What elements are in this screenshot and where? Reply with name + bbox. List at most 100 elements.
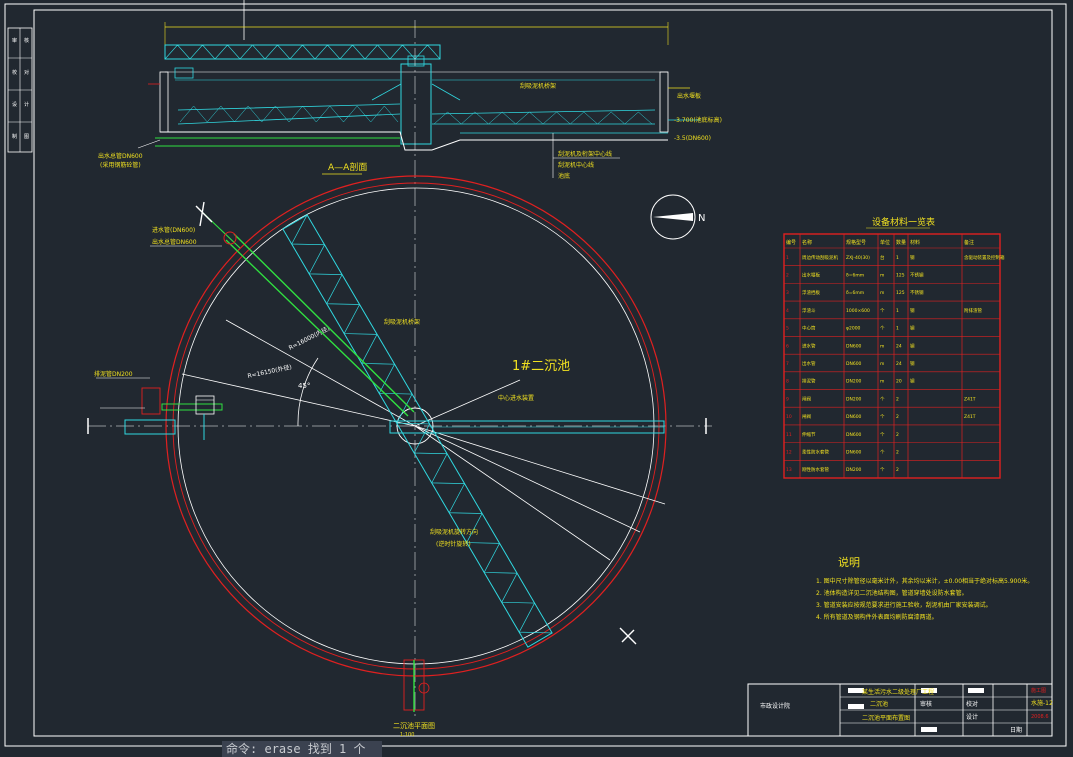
table-cell: 进水管	[802, 342, 816, 349]
pool-name-label: 1#二沉池	[512, 359, 570, 374]
table-cell: m	[880, 362, 884, 367]
side-ruler-cell: 校	[12, 69, 17, 76]
table-cell: DN600	[846, 432, 862, 438]
table-cell: m	[880, 274, 884, 279]
table-cell: 13	[786, 467, 792, 473]
rotation-note-2-label: (逆时针旋转)	[436, 540, 471, 548]
center-well	[396, 407, 434, 445]
table-cell: 125	[896, 273, 905, 279]
table-cell: 钢	[910, 378, 915, 385]
table-cell: 2	[896, 449, 899, 455]
center-note-label: 中心进水装置	[498, 394, 534, 402]
inlet-pipe-2-label: 出水总管DN600	[152, 238, 197, 246]
command-line[interactable]: 命令: erase 找到 1 个	[222, 741, 382, 757]
table-cell: ZXJ-40(30)	[846, 255, 870, 261]
outer-frame	[4, 3, 1067, 747]
tb-design-unit: 市政设计院	[760, 702, 790, 710]
bridge-note-label: 刮吸泥机桥架	[384, 318, 420, 326]
side-ruler-cell: 计	[24, 101, 29, 108]
notes-title: 说明	[838, 555, 860, 569]
note-item: 1. 图中尺寸除管径以毫米计外，其余均以米计，±0.00相当于绝对标高5.900…	[816, 577, 1033, 585]
table-cell: 3	[786, 290, 789, 296]
angle-label: 45°	[298, 382, 310, 390]
outlet-note-label: (采用钢筋砼管)	[100, 161, 141, 169]
plan-bottom-label: 二沉池平面图	[393, 721, 435, 730]
tb-project: 某生活污水二级处理厂工程	[862, 688, 934, 696]
table-cell: 1	[896, 308, 899, 314]
table-cell: DN200	[846, 379, 862, 385]
table-cell: 个	[880, 449, 885, 455]
table-cell: Z41T	[964, 396, 976, 402]
table-cell: 7	[786, 361, 789, 367]
table-cell: Z41T	[964, 414, 976, 420]
table-cell: DN600	[846, 414, 862, 420]
table-cell: 个	[880, 432, 885, 438]
table-cell: 钢	[910, 342, 915, 349]
title-block: 某生活污水二级处理厂工程 二沉池 二沉池平面布置图 市政设计院 校对 设计 审核…	[747, 683, 1053, 737]
tb-date: 日期	[1010, 726, 1022, 734]
tb-stage: 施工图	[1031, 687, 1046, 694]
rotation-note-label: 刮吸泥机旋转方向	[430, 528, 478, 536]
table-cell: 出水堰板	[802, 272, 820, 279]
command-text: erase 找到 1 个	[264, 742, 366, 756]
table-cell: 周边传动刮吸泥机	[802, 254, 838, 261]
table-cell: 2	[896, 396, 899, 402]
table-cell: 2	[896, 414, 899, 420]
design-notes: 说明 1. 图中尺寸除管径以毫米计外，其余均以米计，±0.00相当于绝对标高5.…	[816, 555, 1033, 621]
table-cell: 4	[786, 308, 789, 314]
table-header-cell: 单位	[880, 239, 890, 246]
table-header-cell: 备注	[964, 239, 974, 246]
note-item: 4. 所有管道及钢构件外表面均刷防腐漆两道。	[816, 613, 938, 621]
table-cell: φ2000	[846, 326, 861, 332]
table-cell: 9	[786, 396, 789, 402]
tb-drawing-2: 二沉池平面布置图	[862, 714, 910, 722]
equipment-table-title: 设备材料一览表	[872, 216, 935, 228]
section-note-3: 池底	[558, 172, 570, 180]
tb-review: 审核	[920, 700, 932, 708]
tb-drawing: 二沉池	[870, 700, 888, 708]
side-ruler-cell: 设	[12, 101, 17, 108]
table-cell: δ=6mm	[846, 290, 864, 296]
table-cell: 附排渣管	[964, 307, 982, 314]
table-cell: 6	[786, 343, 789, 349]
table-cell: 24	[896, 361, 902, 367]
table-cell: m	[880, 344, 884, 349]
table-cell: 8	[786, 379, 789, 385]
note-item: 2. 池体构造详见二沉池结构图，管道穿墙处设防水套管。	[816, 589, 968, 597]
side-ruler-cell: 核	[24, 37, 29, 44]
table-cell: DN600	[846, 343, 862, 349]
radius-label-1: R=16000(内径)	[287, 324, 331, 352]
tb-design: 设计	[966, 713, 978, 721]
pool-inner-wall	[172, 182, 660, 670]
table-cell: 柔性防水套管	[802, 448, 829, 455]
table-cell: 钢	[910, 360, 915, 367]
table-cell: 12	[786, 449, 792, 455]
table-header-cell: 规格型号	[846, 239, 866, 246]
inlet-pipe-label: 进水管(DN600)	[152, 226, 195, 234]
table-cell: 出水管	[802, 360, 816, 367]
plan-bottom-scale: 1:100	[400, 732, 414, 738]
inner-frame	[33, 9, 1053, 737]
radius-label-2: R=16150(外径)	[247, 363, 293, 380]
table-cell: 闸阀	[802, 413, 811, 420]
table-cell: 1000×600	[846, 308, 870, 314]
table-cell: 刚性防水套管	[802, 466, 829, 473]
table-cell: 2	[896, 432, 899, 438]
side-ruler-cell: 对	[24, 69, 29, 76]
table-header-cell: 材料	[910, 239, 920, 246]
tb-sheet-code: 2008.6	[1031, 714, 1049, 720]
table-cell: DN600	[846, 361, 862, 367]
table-cell: 个	[880, 308, 885, 314]
section-a-a: 出水总管DN600 (采用钢筋砼管) -3.700(池底标高) -3.5(DN6…	[98, 0, 722, 180]
tb-check: 校对	[966, 700, 978, 708]
section-title: A—A剖面	[328, 161, 367, 173]
table-cell: 钢	[910, 254, 915, 261]
table-cell: 个	[880, 396, 885, 402]
table-cell: 11	[786, 432, 792, 438]
north-label: N	[698, 213, 705, 224]
table-cell: 台	[880, 254, 885, 261]
elevation-label-1: -3.700(池底标高)	[674, 116, 722, 124]
table-cell: 不锈钢	[910, 289, 924, 296]
